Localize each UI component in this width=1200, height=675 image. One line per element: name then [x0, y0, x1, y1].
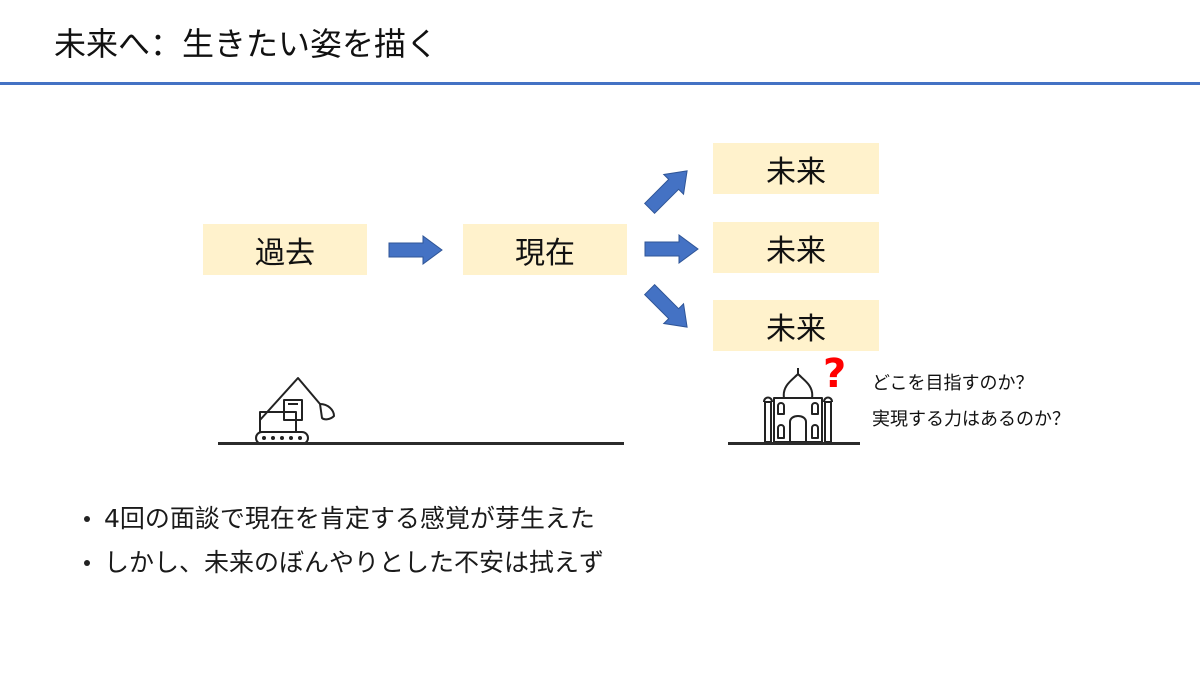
excavator-icon	[255, 377, 335, 445]
future-box-bottom: 未来	[713, 300, 879, 351]
ground-line-right	[728, 442, 860, 445]
bullet-list: 4回の面談で現在を肯定する感覚が芽生えた しかし、未来のぼんやりとした不安は拭え…	[82, 497, 604, 585]
arrow-past-to-present-icon	[388, 235, 443, 265]
future-box-middle: 未来	[713, 222, 879, 273]
future-label-top: 未来	[766, 154, 826, 190]
past-label: 過去	[255, 235, 315, 271]
bullet-dot	[84, 560, 90, 566]
past-box: 過去	[203, 224, 367, 275]
arrow-present-to-future-bottom-icon	[643, 283, 688, 328]
arrow-present-to-future-middle-icon	[644, 234, 699, 264]
arrow-present-to-future-top-icon	[643, 170, 688, 215]
future-label-bottom: 未来	[766, 311, 826, 347]
bullet-item: 4回の面談で現在を肯定する感覚が芽生えた	[82, 497, 604, 541]
question-mark: ?	[823, 351, 847, 397]
future-label-middle: 未来	[766, 233, 826, 269]
slide-title: 未来へ：生きたい姿を描く	[54, 25, 439, 63]
bullet-text: しかし、未来のぼんやりとした不安は拭えず	[104, 548, 605, 577]
future-box-top: 未来	[713, 143, 879, 194]
present-label: 現在	[515, 235, 575, 271]
title-divider	[0, 82, 1200, 85]
present-box: 現在	[463, 224, 627, 275]
bullet-dot	[84, 516, 90, 522]
question-where: どこを目指すのか？	[872, 373, 1034, 394]
bullet-text: 4回の面談で現在を肯定する感覚が芽生えた	[104, 504, 595, 533]
bullet-item: しかし、未来のぼんやりとした不安は拭えず	[82, 541, 604, 585]
ground-line-left	[218, 442, 624, 445]
question-ability: 実現する力はあるのか？	[872, 409, 1070, 430]
